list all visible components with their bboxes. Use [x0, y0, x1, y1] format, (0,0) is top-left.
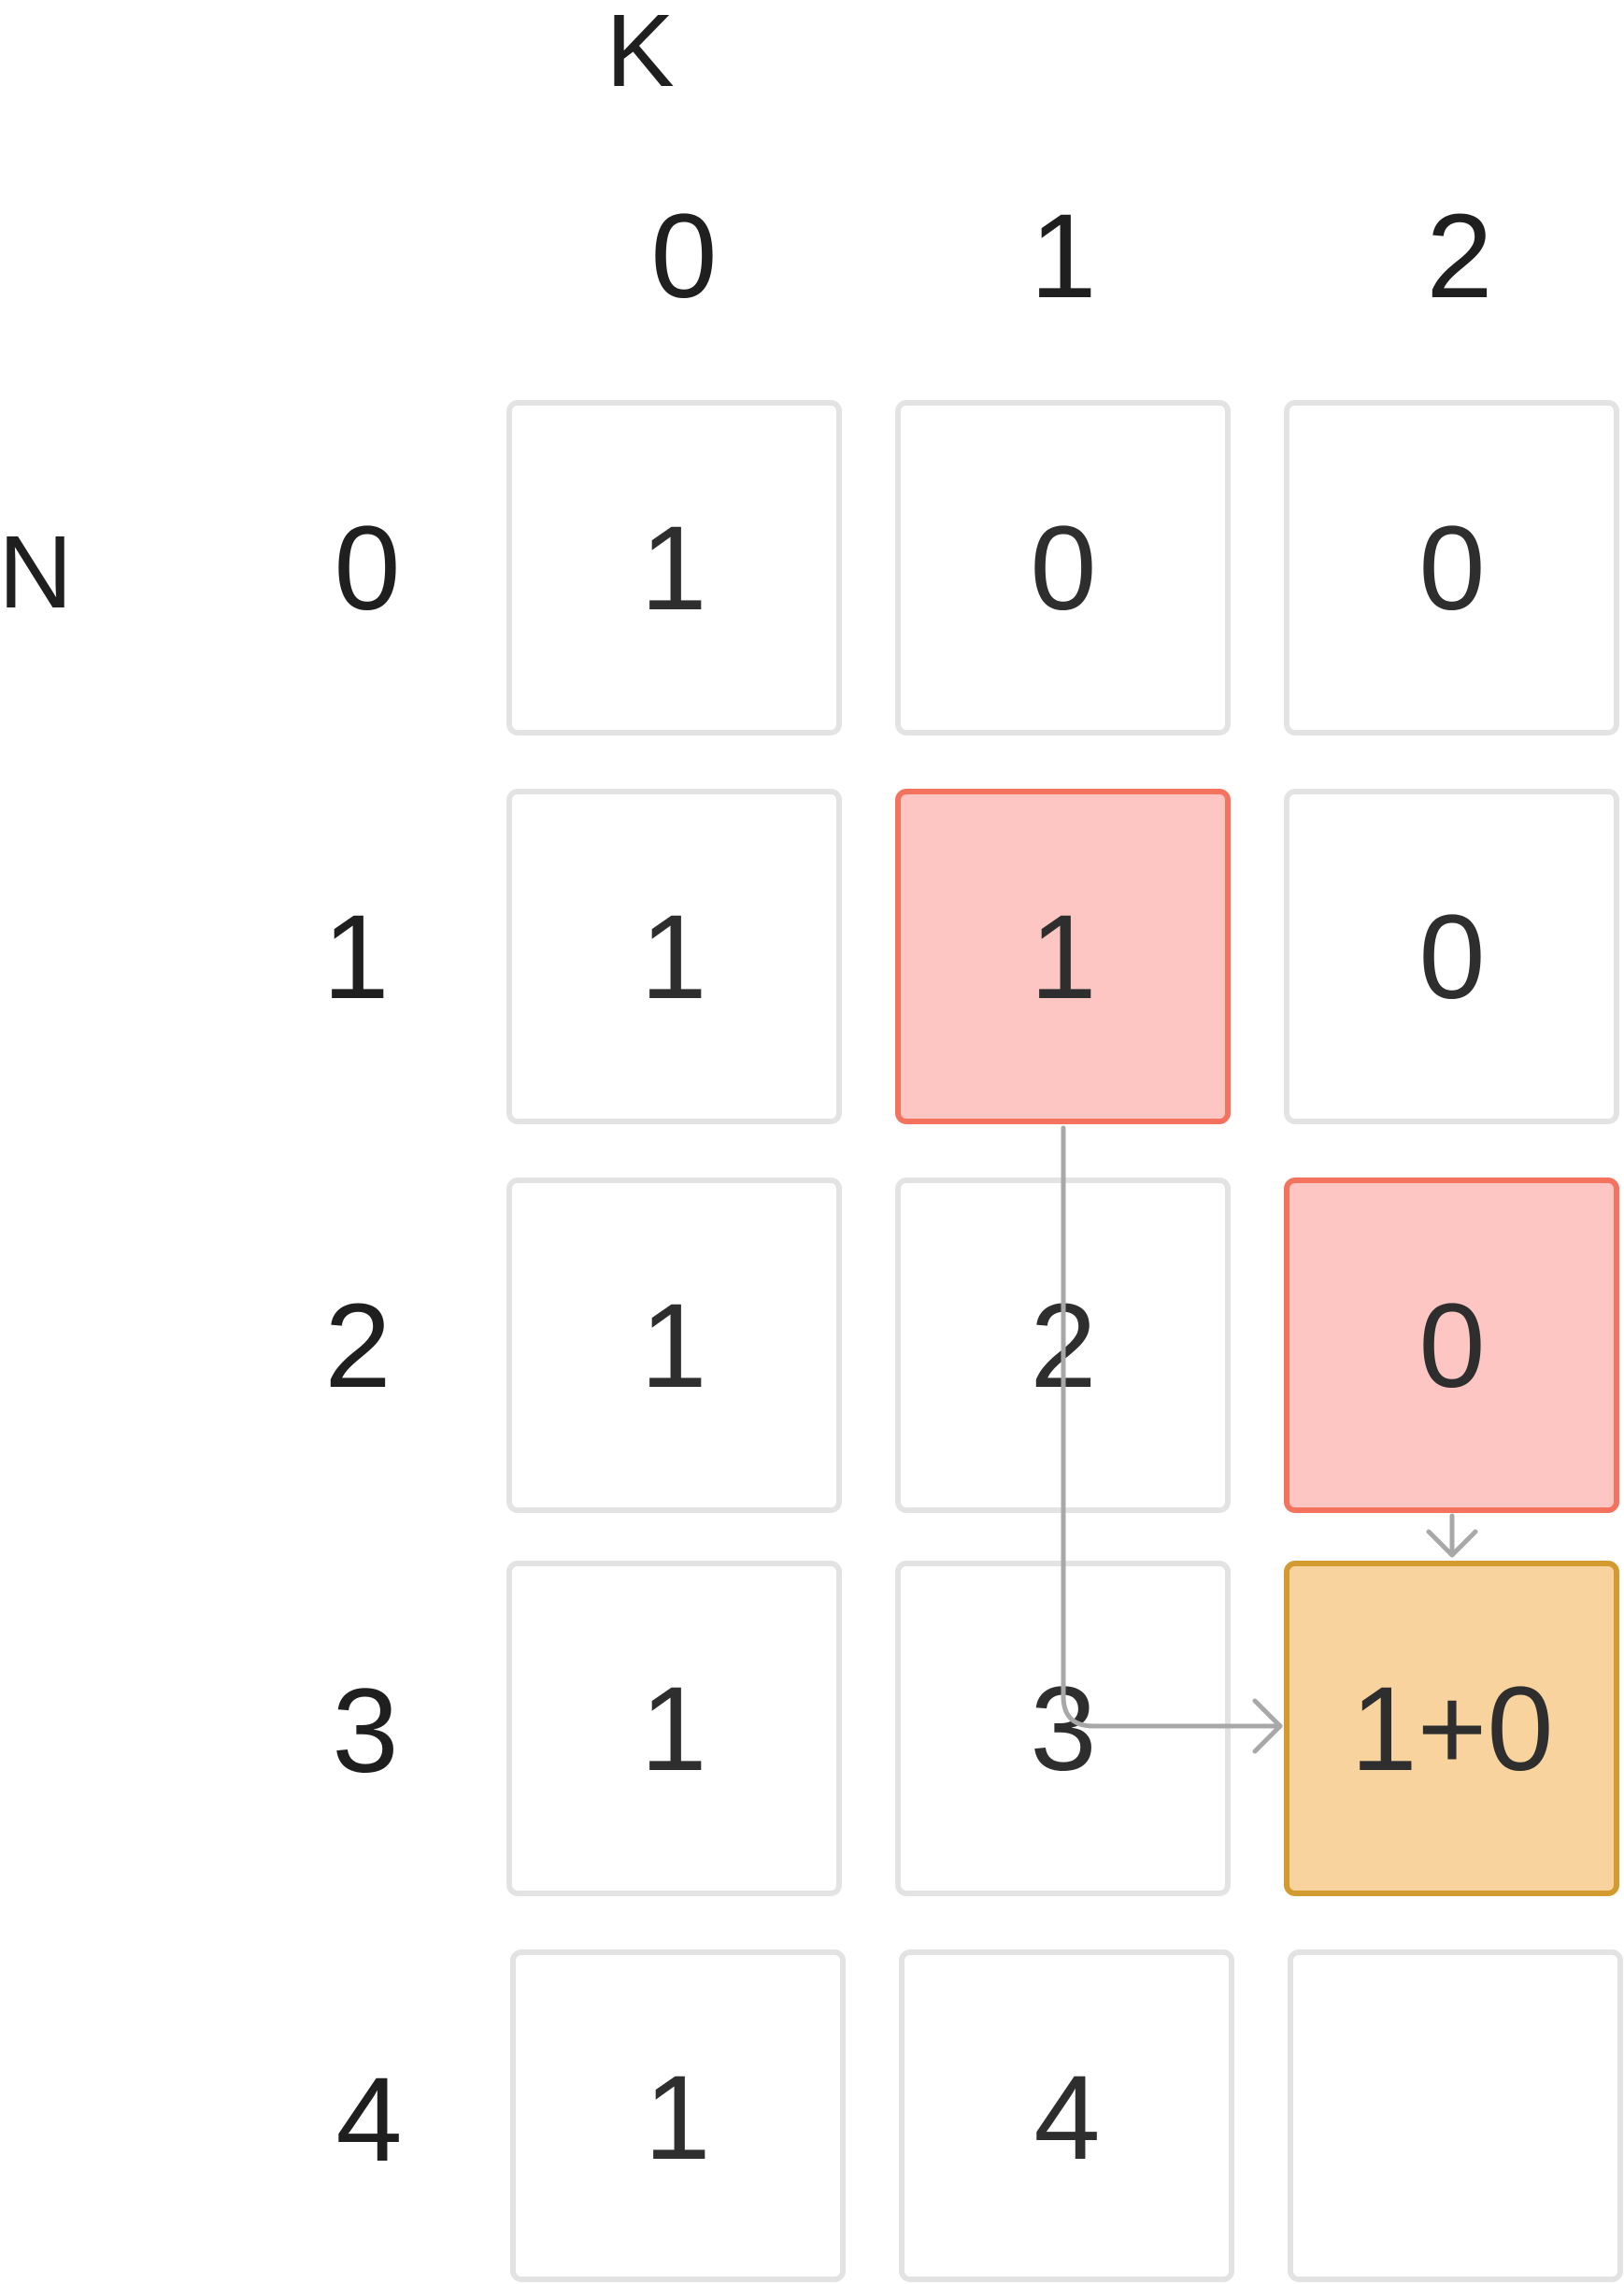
- n-label-2: 2: [324, 1279, 391, 1413]
- cell-1-0: 1: [506, 789, 842, 1124]
- cell-0-1: 0: [895, 400, 1231, 735]
- k-label-1: 1: [1030, 190, 1096, 323]
- k-label-0: 0: [650, 190, 717, 323]
- cell-2-2-value: 0: [1418, 1279, 1485, 1413]
- cell-0-0-value: 1: [640, 502, 706, 635]
- cell-3-2: 1+0: [1284, 1561, 1619, 1896]
- cell-1-2-value: 0: [1418, 891, 1485, 1024]
- n-axis-title: N: [0, 515, 73, 630]
- cell-4-1: 4: [899, 1949, 1234, 2282]
- arrowhead-down-icon: [1426, 1529, 1478, 1558]
- cell-3-2-value: 1+0: [1350, 1663, 1553, 1796]
- arrow-from-cell-1-1: [1061, 1125, 1283, 1729]
- cell-0-1-value: 0: [1030, 502, 1096, 635]
- cell-4-2: [1288, 1949, 1623, 2282]
- cell-1-2: 0: [1284, 789, 1619, 1124]
- cell-1-1: 1: [895, 789, 1231, 1124]
- n-label-3: 3: [332, 1664, 398, 1798]
- cell-4-0-value: 1: [644, 2051, 710, 2185]
- cell-2-0-value: 1: [640, 1279, 706, 1413]
- k-axis-title: K: [605, 0, 674, 108]
- cell-0-2-value: 0: [1418, 502, 1485, 635]
- cell-1-1-value: 1: [1030, 891, 1096, 1024]
- cell-0-0: 1: [506, 400, 842, 735]
- dp-grid: 1 0 0 1 1 0 1 2 0 1 3 1+0 1 4: [506, 400, 1623, 2282]
- cell-1-0-value: 1: [640, 891, 706, 1024]
- cell-2-0: 1: [506, 1178, 842, 1513]
- cell-2-2: 0: [1284, 1178, 1619, 1513]
- n-label-0: 0: [334, 502, 400, 635]
- n-label-1: 1: [322, 891, 389, 1024]
- cell-0-2: 0: [1284, 400, 1619, 735]
- k-label-2: 2: [1426, 190, 1492, 323]
- cell-4-0: 1: [510, 1949, 846, 2282]
- arrowhead-right-icon: [1252, 1698, 1283, 1754]
- cell-4-1-value: 4: [1033, 2051, 1100, 2185]
- arrows: [1061, 1125, 1478, 1754]
- cell-3-0: 1: [506, 1561, 842, 1896]
- cell-3-0-value: 1: [640, 1663, 706, 1796]
- n-label-4: 4: [335, 2053, 402, 2187]
